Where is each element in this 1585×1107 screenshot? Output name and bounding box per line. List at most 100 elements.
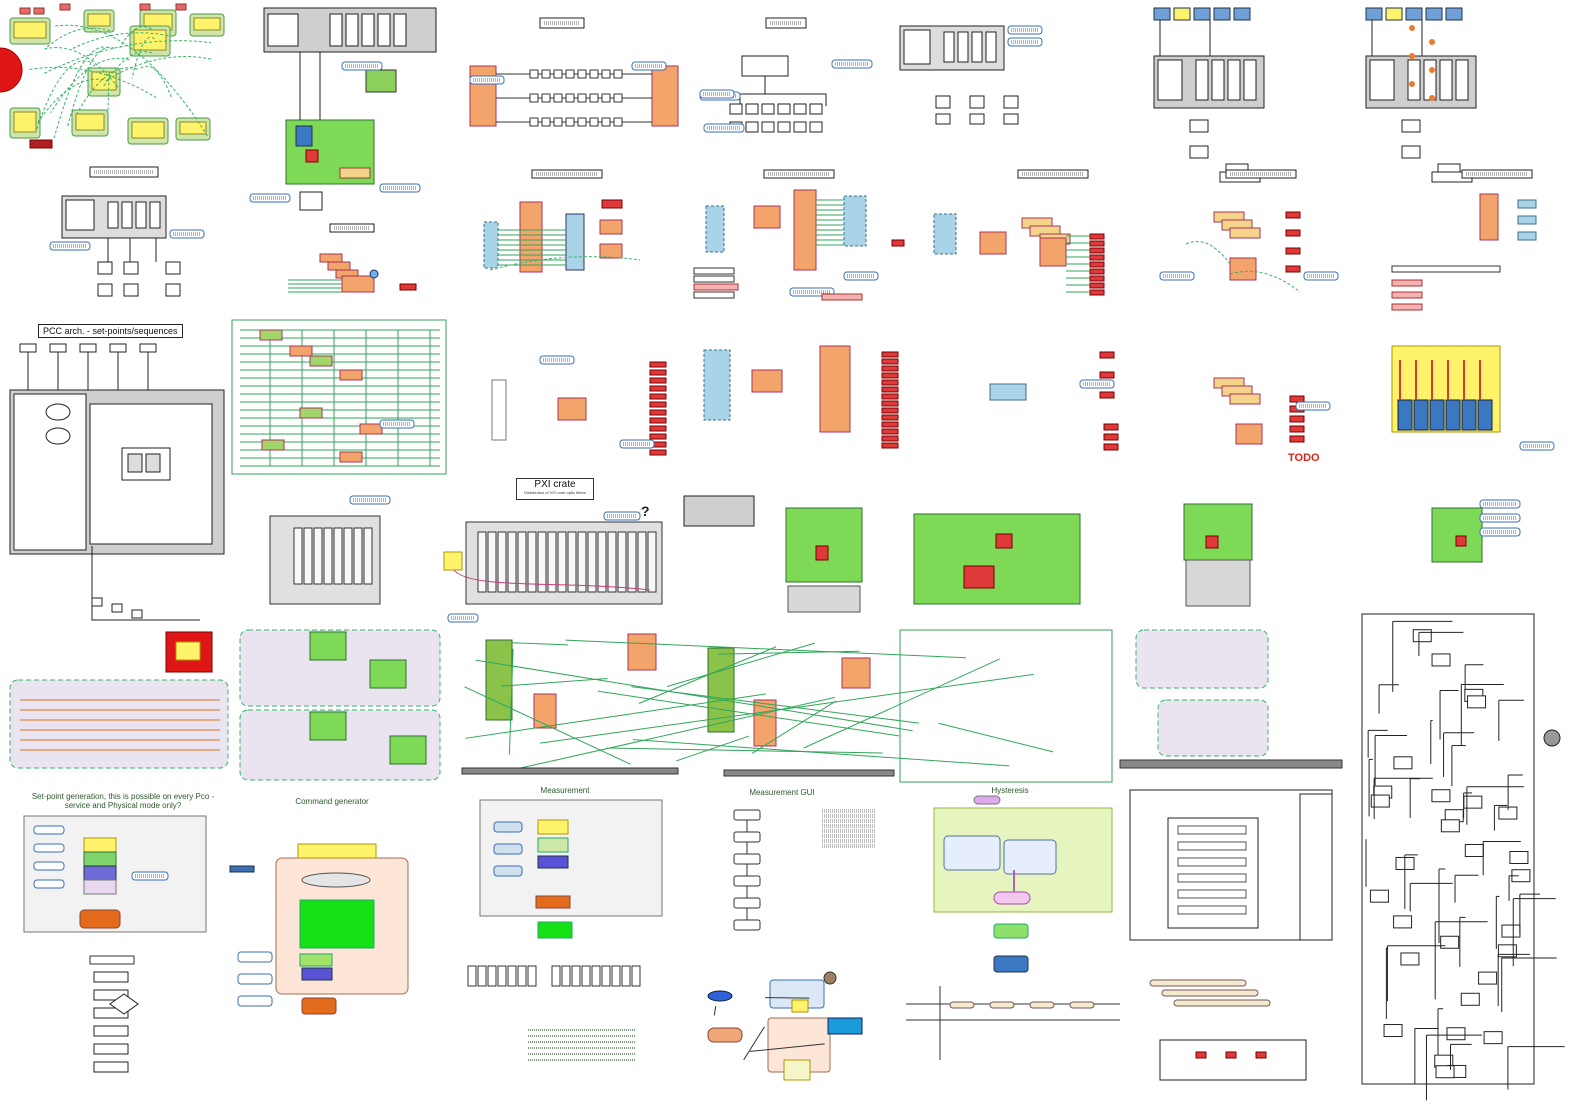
- pxi-main-slot-9: [568, 532, 576, 592]
- tree-root: [742, 56, 788, 76]
- gw-block-2: [310, 356, 332, 366]
- bus-cell-2-5: [590, 118, 598, 126]
- net-wire-15: [718, 651, 859, 654]
- r4-callout-2: [1480, 528, 1520, 536]
- pxi-left-slot-6: [354, 528, 362, 584]
- gw-block-1: [290, 346, 312, 356]
- misc-callout-3: [844, 272, 878, 280]
- pxi-left-slot-1: [304, 528, 312, 584]
- row2b-left-tag-3: [694, 292, 734, 298]
- r3b-red-1: [882, 359, 898, 364]
- bus-cell-1-3: [566, 94, 574, 102]
- table-row-3: [1178, 874, 1246, 882]
- table-row-5: [1178, 906, 1246, 914]
- orange-bar-e: [1480, 194, 1498, 240]
- pcc-arch-caption: PCC arch. - set-points/sequences: [38, 324, 183, 338]
- misc-callout-7: [1296, 402, 1330, 410]
- pxi-crate-label: PXI crate Distribution of VIO over optic…: [516, 478, 594, 500]
- right-rack-slot-0-1: [1212, 60, 1224, 100]
- table-row-2: [1178, 858, 1246, 866]
- rack-module-1: [124, 262, 138, 274]
- flow-node-23: [1468, 696, 1486, 708]
- pxi-left-callout: [350, 496, 390, 504]
- gui-link-0: [714, 1006, 716, 1015]
- pcc-bottom-tag-1: [112, 604, 122, 612]
- blue-input-c: [934, 214, 956, 254]
- bar-set-b-0: [552, 966, 560, 986]
- rack-module-0: [98, 262, 112, 274]
- cmd-input-1: [238, 974, 272, 984]
- orange-small-a1: [600, 220, 622, 234]
- row2c-red-4: [1090, 262, 1104, 267]
- right-rack-slot-1-3: [1456, 60, 1468, 100]
- r4-chip-5: [1456, 536, 1466, 546]
- misc-callout-5: [1304, 272, 1338, 280]
- rtop-tag-1-3: [1426, 8, 1442, 20]
- r3b-red-0: [882, 352, 898, 357]
- gw-block-4: [300, 408, 322, 418]
- sp-input-3: [34, 880, 64, 888]
- title-box-a: [540, 18, 584, 28]
- r3c-red2-0: [1104, 424, 1118, 430]
- orange-dot-3: [1429, 67, 1435, 73]
- bar-set-b-6: [612, 966, 620, 986]
- r4-chip-1: [816, 546, 828, 560]
- rack2-mod-2: [1004, 96, 1018, 108]
- r3a-red-8: [650, 426, 666, 431]
- rtop-tag-1-4: [1446, 8, 1462, 20]
- orange-main-d: [1230, 258, 1256, 280]
- meas-orange: [536, 896, 570, 908]
- pcb-rack-slot-1: [346, 14, 358, 46]
- gw-block-5: [360, 424, 382, 434]
- gui-blue-pill: [708, 991, 732, 1001]
- right-rack-slot-0-0: [1196, 60, 1208, 100]
- flow-node-6: [1465, 844, 1483, 856]
- cmd-yellow: [298, 844, 376, 858]
- flow-node-25: [1413, 630, 1431, 642]
- blue-bar-a: [566, 214, 584, 270]
- row2b-pink: [694, 284, 738, 290]
- net-a-orange: [534, 694, 556, 728]
- blue-stack-b: [844, 196, 866, 246]
- row2d-red-3: [1286, 266, 1300, 272]
- hyst-green: [994, 924, 1028, 938]
- r3b-red-5: [882, 387, 898, 392]
- pxi-main-slot-15: [628, 532, 636, 592]
- right-mod-0: [1190, 120, 1208, 132]
- r3a-red-7: [650, 418, 666, 423]
- rack-callout-1: [50, 242, 90, 250]
- red-circle-edge: [0, 48, 22, 92]
- r3c-red2-2: [1104, 444, 1118, 450]
- rack-slot-3: [150, 202, 160, 228]
- bar-set-a-2: [488, 966, 496, 986]
- pcc-top-tag-3: [110, 344, 126, 352]
- cmd-input-0: [238, 952, 272, 962]
- row2c-red-5: [1090, 269, 1104, 274]
- rack2-slot-3: [986, 32, 996, 62]
- bar-set-a-1: [478, 966, 486, 986]
- pcc-bottom-tag-0: [92, 598, 102, 606]
- gw-block-6: [262, 440, 284, 450]
- flow-node-10: [1441, 936, 1459, 948]
- hyst-pink: [994, 892, 1030, 904]
- sp-input-2: [34, 862, 64, 870]
- flow-node-21: [1436, 1066, 1454, 1078]
- bar-set-b-7: [622, 966, 630, 986]
- pcc-top-tag-4: [140, 344, 156, 352]
- bar-set-a-0: [468, 966, 476, 986]
- rack2-mod-1: [970, 96, 984, 108]
- pcb-caption: [330, 224, 374, 232]
- right-rack-slot-1-0: [1408, 60, 1420, 100]
- row2c-red-7: [1090, 283, 1104, 288]
- gui-yellow: [792, 1000, 808, 1012]
- flow-node-17: [1479, 972, 1497, 984]
- bar-set-b-1: [562, 966, 570, 986]
- cluster-inner-3: [194, 18, 220, 30]
- bar-set-a-6: [528, 966, 536, 986]
- cluster-inner-7: [132, 122, 164, 138]
- r3a-red-3: [650, 386, 666, 391]
- top-red-tag-4: [60, 4, 70, 10]
- net-wire-10: [512, 643, 568, 645]
- bar-set-a-4: [508, 966, 516, 986]
- rack-module-5: [166, 284, 180, 296]
